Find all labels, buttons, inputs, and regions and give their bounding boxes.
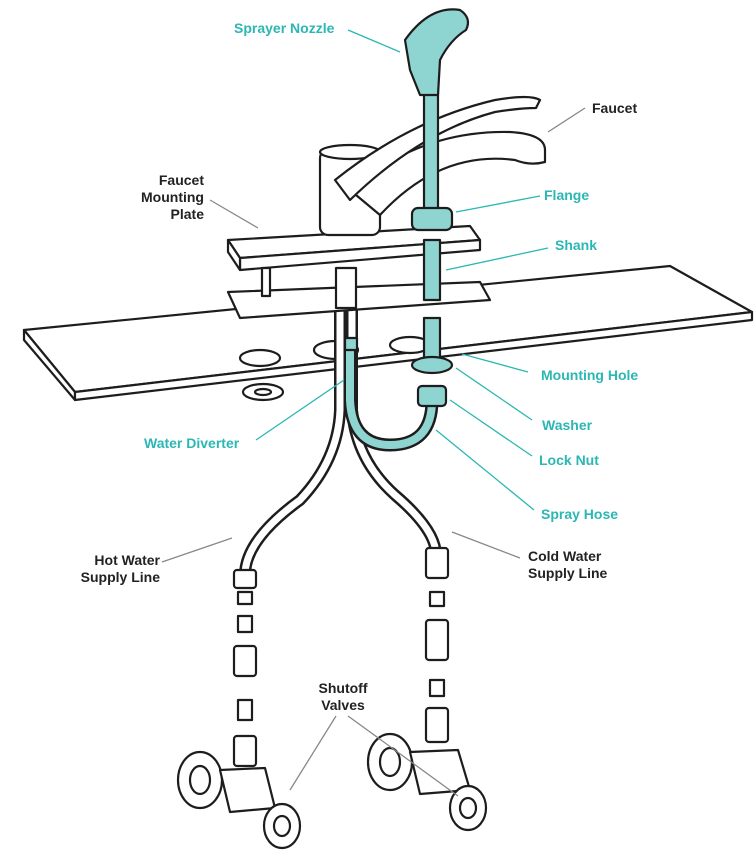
faucet-body: [318, 95, 547, 237]
leader-shutoff-right: [347, 715, 459, 797]
shutoff-valve-right: [366, 732, 488, 832]
leader-hot-supply: [161, 537, 233, 563]
leader-spray-hose: [435, 429, 535, 511]
leader-shutoff-left: [289, 715, 337, 791]
leader-shank: [445, 247, 549, 271]
label-water-diverter: Water Diverter: [144, 435, 240, 451]
leader-flange: [455, 195, 541, 213]
cold-supply-fittings: [424, 546, 450, 744]
leader-lock-nut: [449, 399, 533, 457]
label-faucet-mounting-plate: Faucet Mounting Plate: [141, 172, 204, 222]
leader-faucet: [547, 107, 586, 133]
leader-sprayer-nozzle: [347, 29, 401, 53]
leader-mounting-plate: [209, 199, 259, 229]
leader-water-diverter: [255, 379, 345, 441]
label-faucet: Faucet: [592, 100, 638, 116]
spray-hose: [343, 340, 439, 452]
leader-cold-supply: [451, 531, 521, 559]
label-shutoff-valves: Shutoff Valves: [318, 680, 368, 713]
label-hot-water-supply-line: Hot Water Supply Line: [80, 552, 160, 585]
sink-deck: [22, 264, 754, 402]
label-cold-water-supply-line: Cold Water Supply Line: [528, 548, 608, 581]
leader-mounting-hole: [461, 353, 529, 373]
label-lock-nut: Lock Nut: [539, 452, 599, 468]
label-washer: Washer: [542, 417, 593, 433]
label-flange: Flange: [544, 187, 590, 203]
hot-supply-fittings: [232, 568, 258, 768]
label-sprayer-nozzle: Sprayer Nozzle: [234, 20, 335, 36]
leader-washer: [455, 367, 533, 421]
label-spray-hose: Spray Hose: [541, 506, 619, 522]
leader-lines: [161, 29, 586, 797]
shutoff-valve-left: [176, 750, 302, 850]
label-shank: Shank: [555, 237, 598, 253]
label-mounting-hole: Mounting Hole: [541, 367, 639, 383]
loose-washer: [241, 382, 285, 402]
sprayer-assembly: [343, 8, 470, 408]
